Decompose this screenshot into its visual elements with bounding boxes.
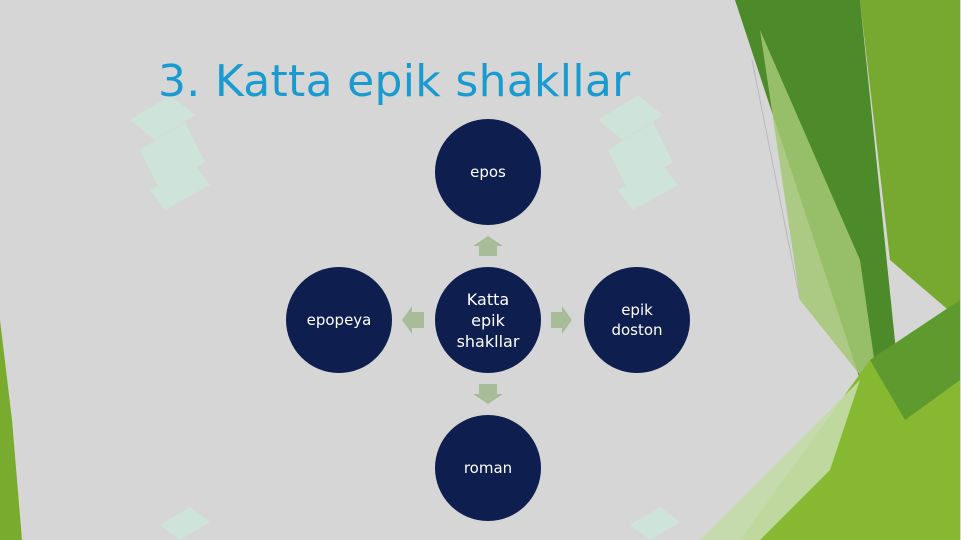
decor-shape-left [0, 320, 22, 540]
decor-shape-right-dark [870, 300, 960, 420]
decor-shape-right-back [860, 0, 960, 320]
decor-shape-right-light [760, 30, 880, 400]
node-right: epik doston [584, 267, 690, 373]
node-bottom: roman [435, 415, 541, 521]
node-bottom-label: roman [463, 459, 513, 477]
node-left: epopeya [286, 267, 392, 373]
slide-title: 3. Katta epik shakllar [158, 56, 631, 107]
decor-shape-right-pale [700, 380, 860, 540]
node-center: Katta epik shakllar [435, 267, 541, 373]
node-left-label: epopeya [306, 311, 372, 329]
decor-line [751, 59, 801, 301]
node-top: epos [435, 119, 541, 225]
node-right-label: epik doston [611, 301, 663, 339]
node-top-label: epos [470, 163, 506, 181]
node-center-label: Katta epik shakllar [456, 289, 520, 351]
